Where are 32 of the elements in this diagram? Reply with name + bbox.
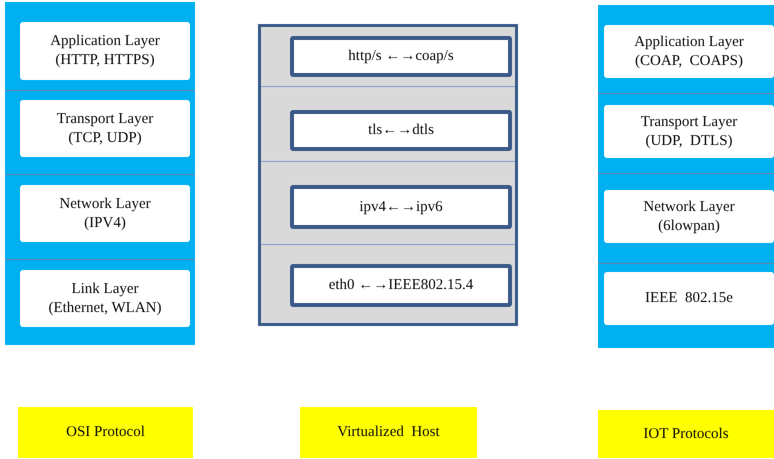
caption-box: OSI Protocol <box>18 407 193 458</box>
panel-background <box>258 24 518 326</box>
layer-name: Network Layer <box>643 198 735 216</box>
caption-box: Virtualized Host <box>300 407 477 458</box>
layer-box: IEEE 802.15e <box>604 272 774 325</box>
caption-box: IOT Protocols <box>598 410 774 458</box>
layer-protocols: (HTTP, HTTPS) <box>55 51 155 70</box>
layer-box <box>20 185 190 242</box>
mapping-box: eth0 ←→IEEE802.15.4 <box>290 264 512 307</box>
layer-protocols: (Ethernet, WLAN) <box>48 298 162 318</box>
layer-name: Application Layer <box>50 32 160 51</box>
panel-background <box>598 5 774 348</box>
panel-background <box>5 2 195 345</box>
layer-name: Transport Layer <box>56 110 154 128</box>
layer-protocols: (6lowpan) <box>658 216 720 236</box>
layer-box <box>20 22 190 80</box>
layer-box <box>604 190 774 243</box>
layer-name: Link Layer <box>71 280 139 298</box>
layer-name: Application Layer <box>634 32 744 52</box>
layer-box <box>604 105 774 158</box>
layer-protocols: (IPV4) <box>84 214 126 232</box>
layer-protocols: (UDP, DTLS) <box>645 132 733 150</box>
layer-box <box>604 25 774 78</box>
mapping-box: tls←→dtls <box>290 110 512 151</box>
layer-protocols: (COAP, COAPS) <box>635 52 743 70</box>
layer-name: Network Layer <box>59 194 151 214</box>
layer-protocols: (TCP, UDP) <box>68 128 142 148</box>
mapping-box: http/s ←→coap/s <box>290 36 512 77</box>
layer-box <box>20 100 190 157</box>
layer-box <box>20 270 190 327</box>
layer-name: Transport Layer <box>640 112 738 132</box>
mapping-box: ipv4←→ipv6 <box>290 185 512 229</box>
